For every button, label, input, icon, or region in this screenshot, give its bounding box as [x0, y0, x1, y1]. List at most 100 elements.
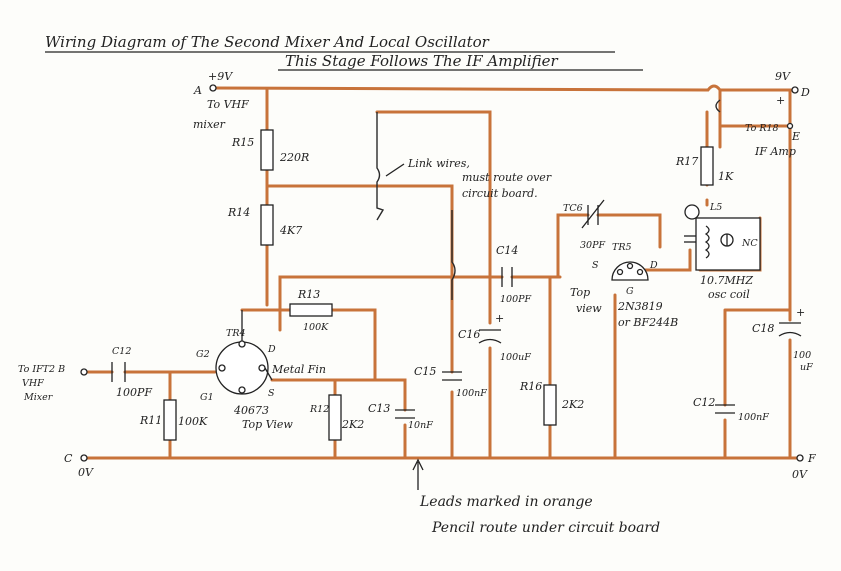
r16-value: 2K2 — [561, 398, 584, 411]
tr4-g2-label: G2 — [196, 349, 210, 360]
r13-value: 100K — [303, 322, 329, 333]
terminal-e-desc-1: To R18 — [745, 123, 779, 134]
l5-label: L5 — [709, 202, 722, 213]
tr5-label: TR5 — [612, 242, 632, 253]
c13-label: C13 — [368, 402, 390, 415]
c13-value: 10nF — [408, 420, 433, 431]
resistor-r17: R17 1K — [675, 146, 734, 186]
c15-label: C15 — [414, 365, 436, 378]
tr4-view: Top View — [242, 418, 293, 431]
tr4-s-label: S — [268, 388, 275, 399]
capacitor-c13: C13 10nF — [368, 402, 433, 431]
terminal-a-desc-2: mixer — [193, 118, 226, 131]
c15-value: 100nF — [456, 388, 487, 399]
coil-l5: L5 NC 10.7MHZ osc coil — [684, 202, 761, 301]
tr5-view-2: view — [576, 302, 602, 315]
tr5-d-label: D — [649, 260, 658, 271]
resistor-r13: R13 100K — [289, 288, 333, 333]
terminal-d: 9V D + — [775, 70, 810, 107]
link-wires — [376, 99, 721, 300]
terminal-a-voltage: +9V — [208, 70, 233, 83]
terminal-a-desc-1: To VHF — [207, 98, 249, 111]
c16-plus: + — [495, 312, 504, 325]
c12-osc-value: 100nF — [738, 412, 769, 423]
tc6-value: 30PF — [580, 240, 605, 251]
capacitor-c18: + C18 100 uF — [752, 306, 813, 373]
terminal-d-label: D — [800, 86, 810, 99]
terminal-e: To R18 E IF Amp — [745, 122, 800, 158]
resistor-r16: R16 2K2 — [519, 380, 584, 426]
terminal-c: C 0V — [64, 452, 94, 479]
leads-note: Leads marked in orange Pencil route unde… — [412, 458, 660, 536]
terminal-f: F 0V — [792, 452, 816, 481]
terminal-a: A +9V To VHF mixer — [193, 70, 249, 131]
title-line-1: Wiring Diagram of The Second Mixer And L… — [45, 33, 490, 51]
c16-value: 100uF — [500, 352, 531, 363]
r17-label: R17 — [675, 155, 698, 168]
r14-label: R14 — [227, 206, 250, 219]
terminal-f-voltage: 0V — [792, 468, 808, 481]
terminal-d-plus: + — [776, 94, 785, 107]
resistor-r15: R15 220R — [231, 129, 309, 171]
r12-value: 2K2 — [341, 418, 364, 431]
link-note-3: circuit board. — [462, 187, 538, 200]
tc6-label: TC6 — [563, 203, 583, 214]
r14-value: 4K7 — [279, 224, 302, 237]
transistor-tr5: TR5 S D G Top view 2N3819 or BF244B — [570, 242, 678, 329]
r11-value: 100K — [178, 415, 208, 428]
r13-label: R13 — [297, 288, 320, 301]
resistor-r14: R14 4K7 — [227, 204, 302, 246]
resistor-r12: R12 2K2 — [309, 394, 364, 441]
tr4-part: 40673 — [233, 404, 269, 417]
leads-note-2: Pencil route under circuit board — [431, 520, 660, 536]
terminal-d-voltage: 9V — [775, 70, 791, 83]
c14-label: C14 — [496, 244, 518, 257]
link-note-1: Link wires, — [407, 157, 470, 170]
capacitor-c14: C14 100PF — [496, 244, 532, 305]
tr5-s-label: S — [592, 260, 599, 271]
r17-value: 1K — [718, 170, 734, 183]
terminal-c-voltage: 0V — [78, 466, 94, 479]
r15-label: R15 — [231, 136, 254, 149]
r11-label: R11 — [139, 414, 162, 427]
link-note-2: must route over — [462, 171, 552, 184]
tr4-d-label: D — [267, 344, 276, 355]
terminal-a-label: A — [193, 84, 202, 97]
capacitor-c12-input: C12 100PF — [111, 346, 152, 399]
terminal-f-label: F — [807, 452, 816, 465]
transistor-tr4: TR4 G2 D G1 S Metal Fin 40673 Top View — [196, 310, 326, 431]
c12-input-label: C12 — [112, 346, 131, 357]
l5-nc: NC — [741, 238, 758, 249]
c18-plus: + — [796, 306, 805, 319]
capacitor-c15: C15 100nF — [414, 365, 487, 399]
c18-label: C18 — [752, 322, 774, 335]
r15-value: 220R — [279, 151, 309, 164]
title-line-2: This Stage Follows The IF Amplifier — [285, 52, 559, 70]
c14-value: 100PF — [500, 294, 532, 305]
tr5-part-1: 2N3819 — [617, 300, 663, 313]
terminal-e-label: E — [791, 130, 800, 143]
terminal-b-desc-2: VHF — [22, 378, 44, 389]
leads-note-1: Leads marked in orange — [419, 494, 593, 510]
terminal-c-label: C — [64, 452, 73, 465]
tr5-view-1: Top — [570, 286, 590, 299]
terminal-b-desc-3: Mixer — [23, 392, 54, 403]
tr5-g-label: G — [626, 286, 634, 297]
l5-freq: 10.7MHZ — [700, 274, 753, 287]
resistor-r11: R11 100K — [139, 399, 208, 441]
c12-osc-label: C12 — [693, 396, 715, 409]
terminal-e-desc-2: IF Amp — [754, 145, 796, 158]
terminal-b: To IFT2 B VHF Mixer — [18, 364, 88, 403]
l5-desc: osc coil — [708, 288, 750, 301]
c16-label: C16 — [458, 328, 480, 341]
orange-wires — [82, 84, 802, 460]
r16-label: R16 — [519, 380, 542, 393]
tr4-fin-label: Metal Fin — [271, 363, 326, 376]
c18-value-2: uF — [800, 362, 813, 373]
tr5-part-2: or BF244B — [618, 316, 678, 329]
capacitor-c16: + C16 100uF — [458, 312, 531, 363]
c18-value-1: 100 — [793, 350, 811, 361]
tr4-label: TR4 — [226, 328, 246, 339]
r12-label: R12 — [309, 404, 329, 415]
